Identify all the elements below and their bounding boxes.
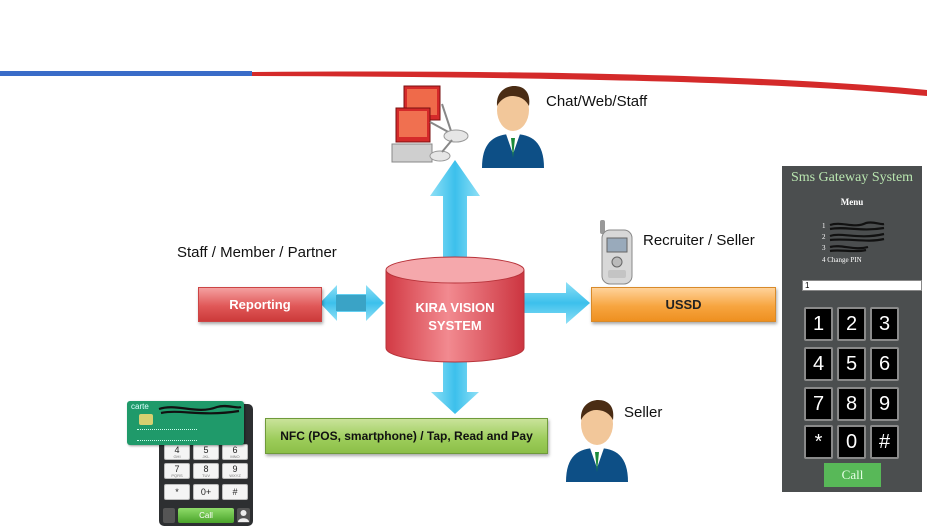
computer-network-icon bbox=[391, 85, 469, 163]
arrow-down bbox=[431, 356, 479, 414]
mini-key-hash[interactable]: # bbox=[222, 484, 248, 500]
businessman-icon-top bbox=[482, 86, 544, 168]
mini-key-9-num: 9 bbox=[232, 463, 238, 474]
sms-gateway-panel: Sms Gateway System Menu 1 2 3 4 Change P… bbox=[782, 166, 922, 492]
mini-contact-icon[interactable] bbox=[237, 508, 250, 523]
mini-key-9-sub: WXYZ bbox=[229, 472, 241, 478]
label-recruiter-seller: Recruiter / Seller bbox=[643, 232, 755, 249]
mini-voicemail-icon[interactable] bbox=[163, 508, 175, 523]
key-7[interactable]: 7 bbox=[804, 387, 833, 421]
key-5[interactable]: 5 bbox=[837, 347, 866, 381]
ussd-box: USSD bbox=[591, 287, 776, 322]
key-2[interactable]: 2 bbox=[837, 307, 866, 341]
sms-menu-heading: Menu bbox=[840, 197, 864, 207]
center-label: KIRA VISION SYSTEM bbox=[385, 299, 525, 335]
label-seller: Seller bbox=[624, 404, 663, 421]
mini-key-6-sub: MNO bbox=[230, 453, 240, 459]
card-redaction-scribble bbox=[158, 404, 242, 415]
header-swoosh bbox=[0, 71, 927, 96]
reporting-box: Reporting bbox=[198, 287, 322, 322]
arrow-right bbox=[522, 282, 590, 324]
menu-item-3[interactable]: 3 bbox=[822, 244, 826, 252]
mini-key-5-num: 5 bbox=[203, 444, 209, 455]
nfc-box: NFC (POS, smartphone) / Tap, Read and Pa… bbox=[265, 418, 548, 454]
key-6[interactable]: 6 bbox=[870, 347, 899, 381]
mini-key-hash-num: # bbox=[232, 487, 238, 497]
person-glyph-icon bbox=[238, 510, 249, 522]
mini-key-7-sub: PQRS bbox=[171, 472, 183, 478]
key-1[interactable]: 1 bbox=[804, 307, 833, 341]
label-staff-member-partner: Staff / Member / Partner bbox=[177, 244, 337, 261]
nfc-card: carte bbox=[127, 401, 244, 445]
mini-key-5-sub: JKL bbox=[202, 453, 210, 459]
mini-call-button[interactable]: Call bbox=[178, 508, 234, 523]
menu-item-1[interactable]: 1 bbox=[822, 222, 826, 230]
key-0[interactable]: 0 bbox=[837, 425, 866, 459]
key-star[interactable]: * bbox=[804, 425, 833, 459]
mini-key-8-num: 8 bbox=[203, 463, 209, 474]
mobile-phone-icon bbox=[600, 220, 633, 285]
mini-key-star[interactable]: * bbox=[164, 484, 190, 500]
mini-key-8-sub: TUV bbox=[202, 472, 210, 478]
mini-key-4-num: 4 bbox=[174, 444, 180, 455]
menu-item-4[interactable]: 4 Change PIN bbox=[822, 256, 862, 264]
label-chat-web-staff: Chat/Web/Staff bbox=[546, 93, 648, 110]
mini-key-star-num: * bbox=[175, 487, 179, 497]
businessman-icon-bottom bbox=[566, 400, 628, 482]
key-8[interactable]: 8 bbox=[837, 387, 866, 421]
mini-key-0[interactable]: 0+ bbox=[193, 484, 219, 500]
arrow-up bbox=[430, 160, 480, 262]
center-label-line1: KIRA VISION bbox=[415, 300, 495, 315]
mini-key-4-sub: GHI bbox=[173, 453, 181, 459]
card-chip-icon bbox=[139, 414, 153, 425]
mini-key-0-num: 0+ bbox=[200, 487, 212, 497]
key-3[interactable]: 3 bbox=[870, 307, 899, 341]
center-label-line2: SYSTEM bbox=[428, 318, 482, 333]
card-text-lines bbox=[137, 429, 197, 441]
key-4[interactable]: 4 bbox=[804, 347, 833, 381]
menu-item-2[interactable]: 2 bbox=[822, 233, 826, 241]
sms-gateway-title: Sms Gateway System bbox=[790, 170, 914, 185]
key-hash[interactable]: # bbox=[870, 425, 899, 459]
card-title: carte bbox=[131, 402, 149, 411]
sms-input-field[interactable]: 1 bbox=[802, 280, 922, 291]
sms-call-button[interactable]: Call bbox=[824, 463, 881, 487]
key-9[interactable]: 9 bbox=[870, 387, 899, 421]
mini-key-7-num: 7 bbox=[174, 463, 180, 474]
mini-key-6-num: 6 bbox=[232, 444, 238, 455]
redaction-scribble bbox=[829, 221, 885, 253]
database-cylinder bbox=[385, 256, 525, 363]
